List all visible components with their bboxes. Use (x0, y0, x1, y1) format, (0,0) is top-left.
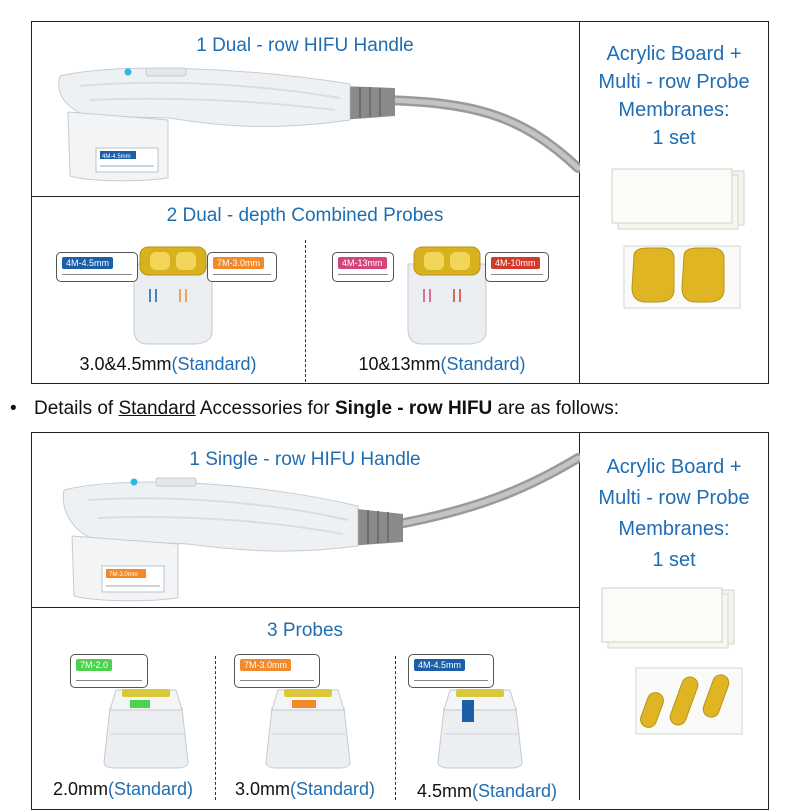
standard-underlined: Standard (118, 398, 196, 419)
acrylic-board-image-bottom (601, 587, 735, 649)
probe-a-caption: 3.0&4.5mm(Standard) (79, 354, 257, 374)
probe-b-right-tag: 4M-10mm (491, 257, 540, 269)
probe-2mm-tag: 7M-2.0 (76, 659, 113, 671)
bottom-probes-divider-2 (395, 656, 396, 800)
bottom-side-text: Acrylic Board + Multi - row Probe Membra… (598, 456, 750, 571)
probe-3mm-tag: 7M-3.0mm (240, 659, 292, 671)
probe-2mm-image (103, 689, 189, 769)
top-side-text: Acrylic Board + Multi - row Probe Membra… (598, 43, 750, 149)
probe-b-left-tag: 4M-13mm (338, 257, 387, 269)
probe-a-right-scale (213, 268, 271, 275)
bottom-table-divider-vertical (579, 432, 580, 800)
probe-a-right-tag: 7M-3.0mm (213, 257, 265, 269)
top-probes-divider (305, 240, 306, 382)
bottom-table-divider-horizontal (31, 607, 579, 608)
probe-4.5mm-caption: 4.5mm(Standard) (416, 781, 558, 801)
top-table-divider-vertical (579, 21, 580, 384)
accessories-intro-line: •Details of Standard Accessories for Sin… (10, 398, 620, 419)
probe-a-left-callout: 4M-4.5mm (56, 252, 138, 282)
dual-handle-window-label: 4M-4.5mm (102, 154, 131, 160)
single-row-bold: Single - row HIFU (335, 398, 493, 419)
probe-3mm-callout: 7M-3.0mm (234, 654, 320, 688)
probe-3mm-caption: 3.0mm(Standard) (234, 779, 376, 799)
acrylic-board-image (611, 168, 745, 230)
bottom-probes-divider-1 (215, 656, 216, 800)
probe-3mm-image (265, 689, 351, 769)
probe-2mm-callout: 7M-2.0 (70, 654, 148, 688)
probe-10-13-image (407, 246, 487, 345)
probe-b-right-callout: 4M-10mm (485, 252, 549, 282)
probe-b-right-scale (491, 268, 543, 275)
dual-row-handle-image: 4M-4.5mm (58, 67, 580, 182)
top-probes-title: 2 Dual - depth Combined Probes (166, 205, 444, 226)
probe-membranes-image (623, 245, 741, 309)
probe-4.5mm-image (437, 689, 523, 769)
probe-3-4.5-image (133, 246, 213, 345)
probe-4.5mm-tag: 4M-4.5mm (414, 659, 466, 671)
probe-4.5mm-callout: 4M-4.5mm (408, 654, 494, 688)
probe-b-left-callout: 4M-13mm (332, 252, 394, 282)
top-handle-title: 1 Dual - row HIFU Handle (196, 35, 414, 56)
bottom-probes-title: 3 Probes (266, 620, 344, 641)
bullet-symbol: • (10, 398, 17, 419)
top-table-divider-horizontal (31, 196, 579, 197)
bottom-handle-title: 1 Single - row HIFU Handle (189, 449, 421, 470)
probe-b-left-scale (338, 268, 388, 275)
probe-a-right-callout: 7M-3.0mm (207, 252, 277, 282)
probe-membranes-image-bottom (635, 667, 743, 735)
top-accessories-table (31, 21, 769, 384)
single-handle-window-label: 7M-3.0mm (109, 572, 138, 578)
single-row-handle-image: 7M-3.0mm (62, 453, 580, 602)
probe-a-left-scale (62, 268, 132, 275)
probe-2mm-caption: 2.0mm(Standard) (52, 779, 194, 799)
probe-a-left-tag: 4M-4.5mm (62, 257, 114, 269)
probe-b-caption: 10&13mm(Standard) (358, 354, 526, 374)
